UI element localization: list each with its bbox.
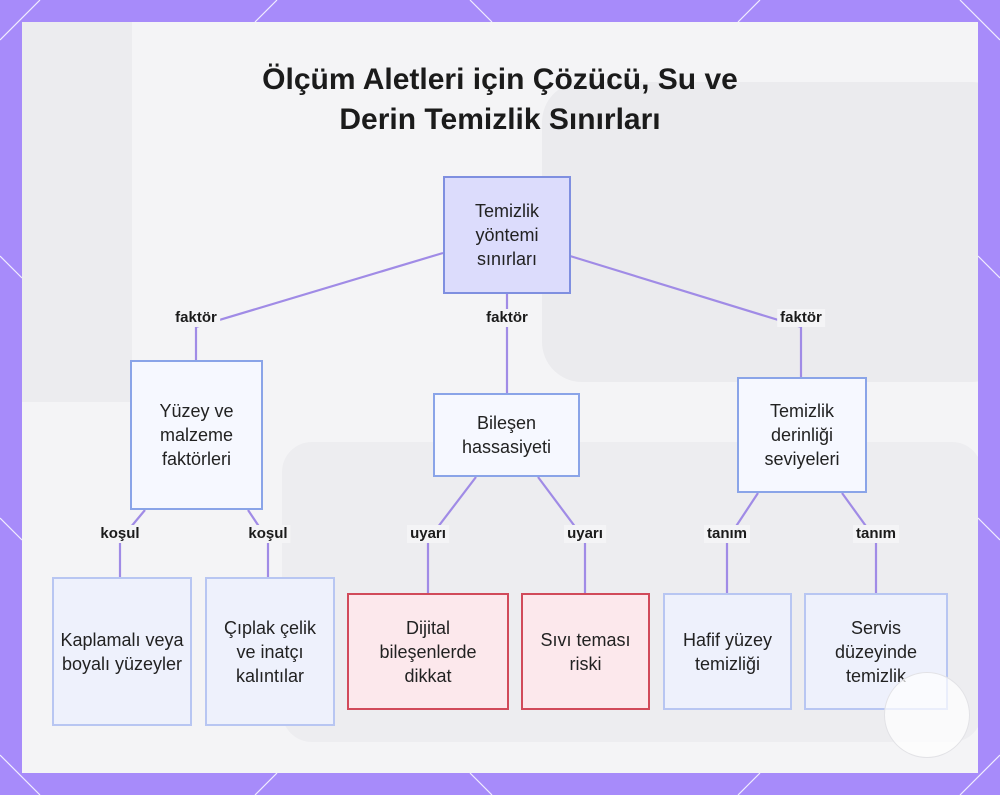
node-liquid-risk: Sıvı teması riski: [521, 593, 650, 710]
edge-surface-coated: [120, 510, 145, 577]
edge-label-surface-coated: koşul: [97, 525, 142, 543]
edge-label-depth-light: tanım: [704, 525, 750, 543]
edge-root-surface: [196, 253, 443, 360]
edge-label-component-digital: uyarı: [407, 525, 449, 543]
edge-label-depth-service: tanım: [853, 525, 899, 543]
edge-surface-bare: [248, 510, 268, 577]
edge-root-depth: [570, 256, 801, 377]
node-light-cleaning: Hafif yüzey temizliği: [663, 593, 792, 710]
node-root: Temizlik yöntemi sınırları: [443, 176, 571, 294]
edge-depth-light: [727, 493, 758, 593]
node-surface-factors: Yüzey ve malzeme faktörleri: [130, 360, 263, 510]
node-cleaning-depth: Temizlik derinliği seviyeleri: [737, 377, 867, 493]
watermark-logo: [884, 672, 970, 758]
node-bare-steel: Çıplak çelik ve inatçı kalıntılar: [205, 577, 335, 726]
edge-label-surface-bare: koşul: [245, 525, 290, 543]
edge-label-root-component: faktör: [483, 309, 531, 327]
node-digital-caution: Dijital bileşenlerde dikkat: [347, 593, 509, 710]
edge-label-component-liquid: uyarı: [564, 525, 606, 543]
edge-label-root-surface: faktör: [172, 309, 220, 327]
node-component-sensitivity: Bileşen hassasiyeti: [433, 393, 580, 477]
node-coated-surfaces: Kaplamalı veya boyalı yüzeyler: [52, 577, 192, 726]
edge-depth-service: [842, 493, 876, 593]
edge-label-root-depth: faktör: [777, 309, 825, 327]
